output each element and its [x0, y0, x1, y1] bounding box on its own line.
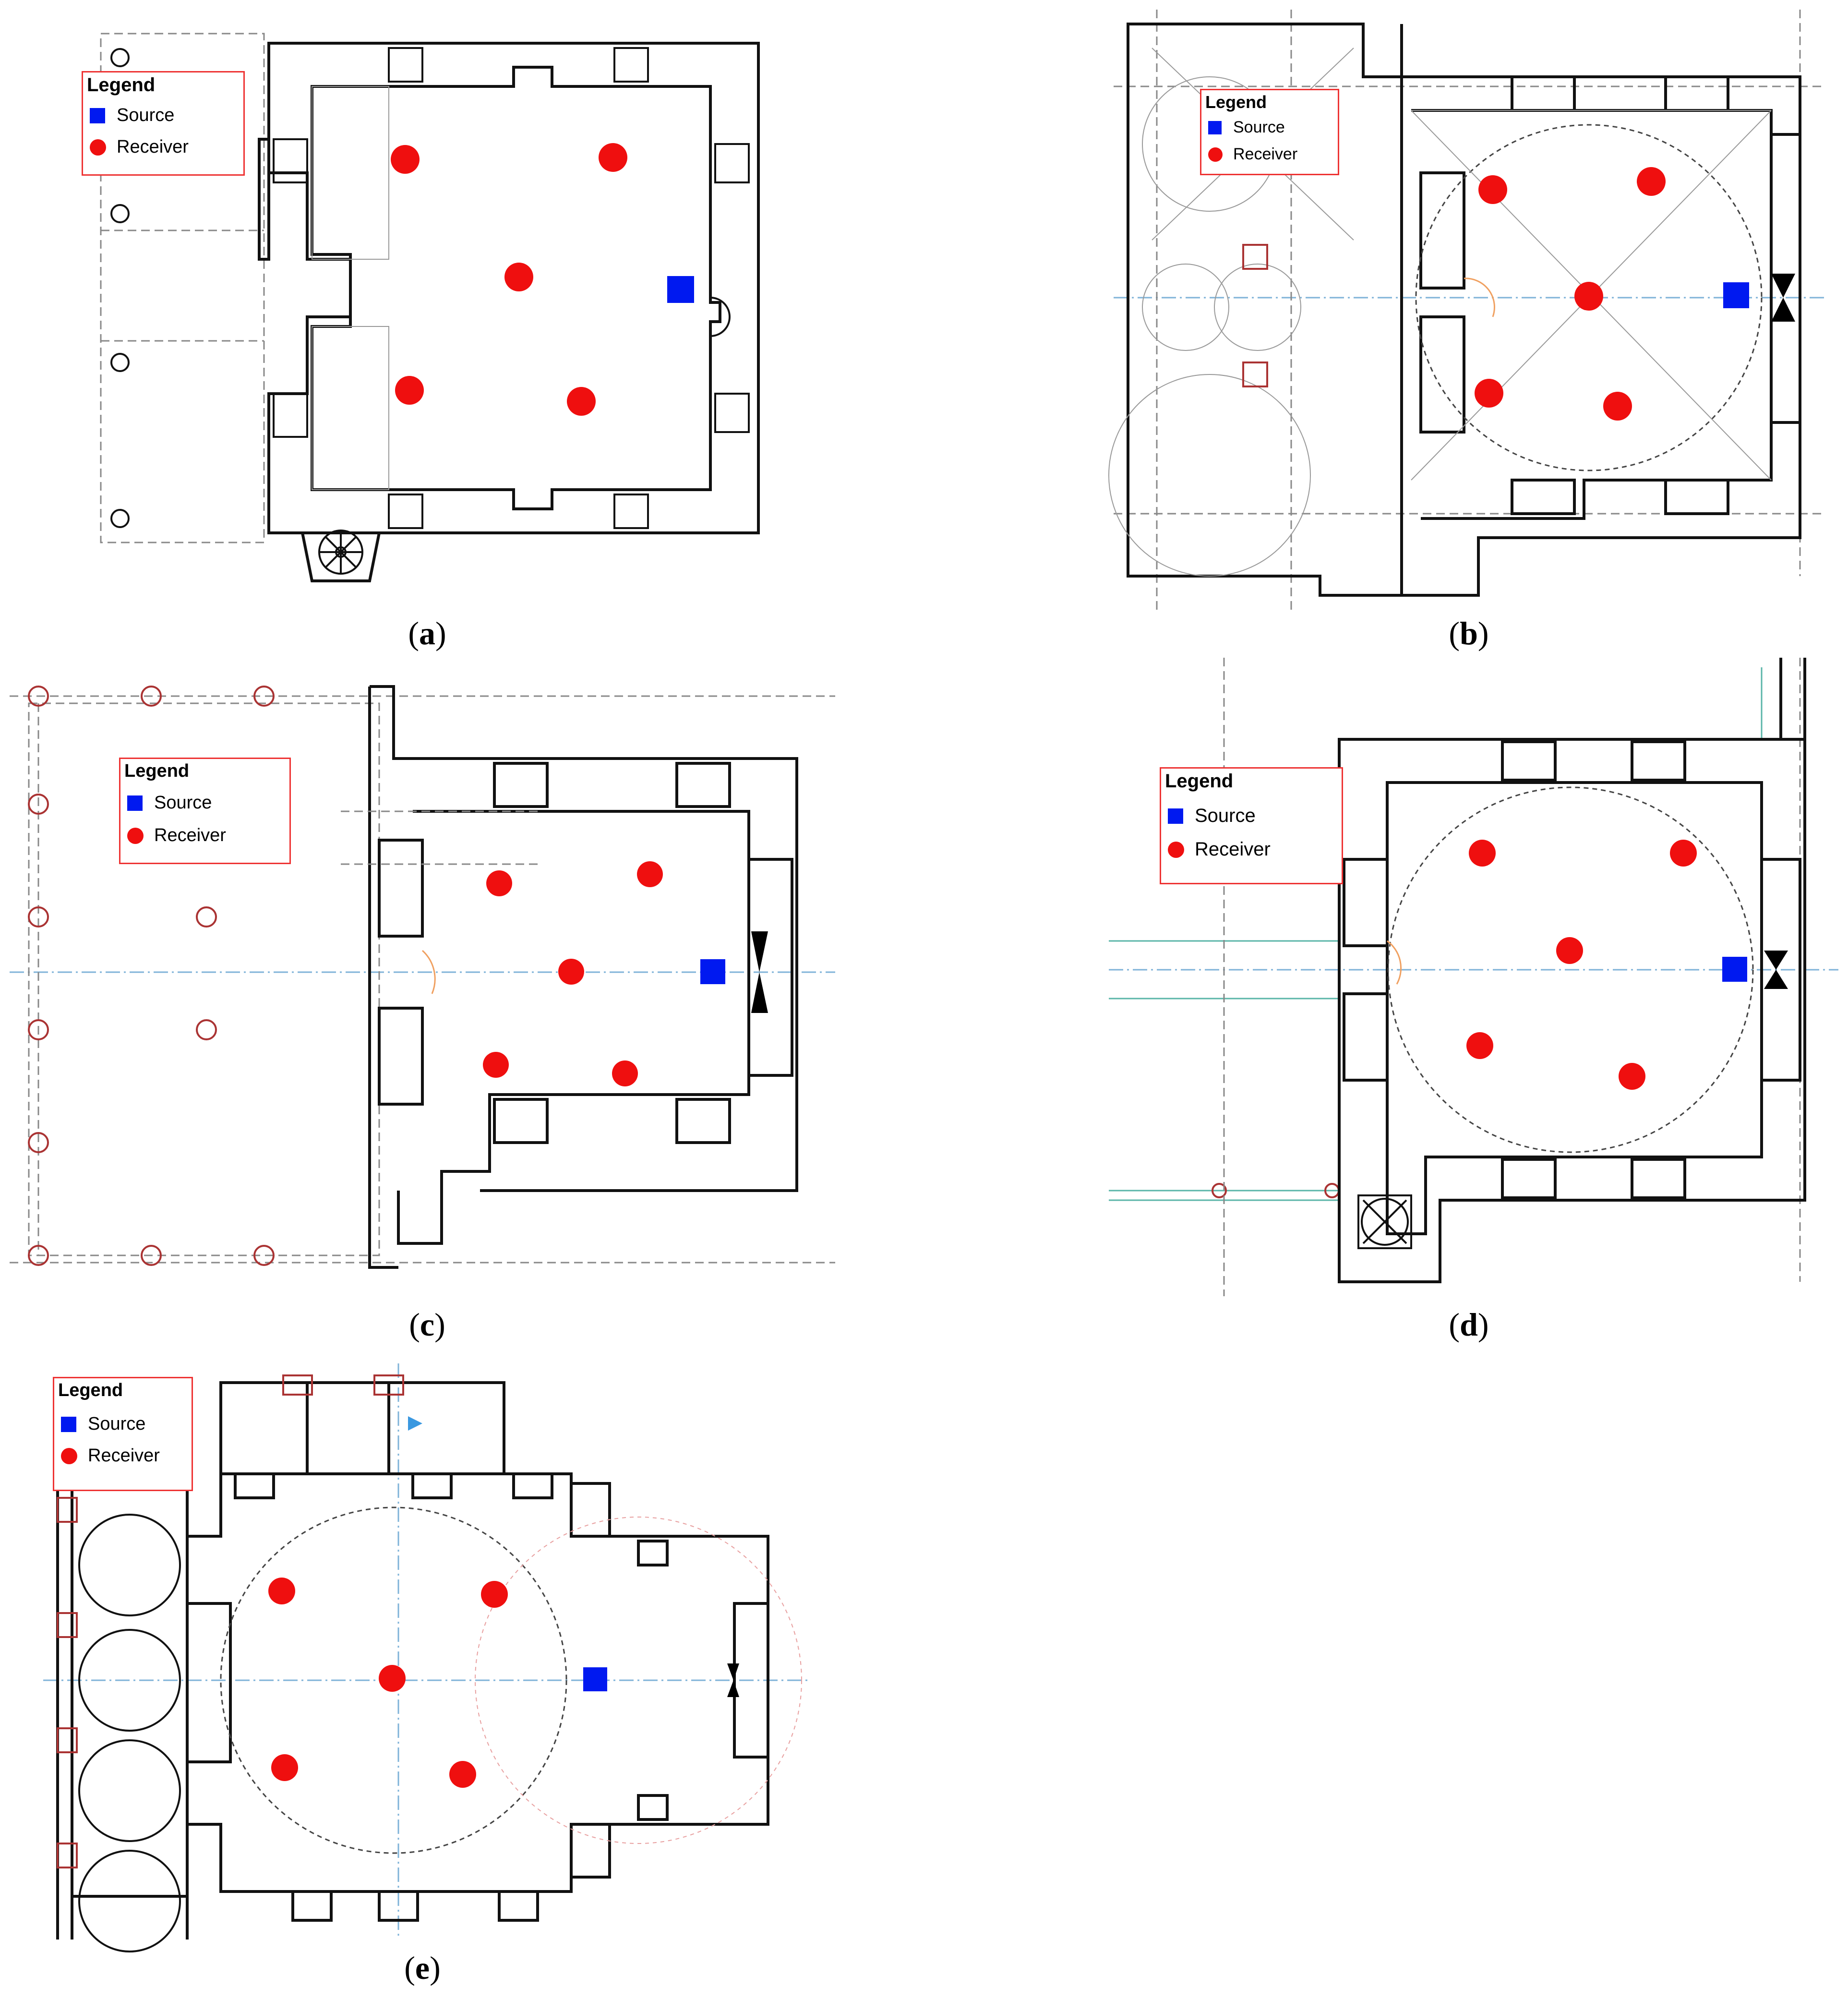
receiver-marker	[599, 143, 627, 172]
receiver-marker	[483, 1052, 509, 1078]
legend-receiver-row: Receiver	[61, 1446, 160, 1466]
receiver-swatch	[1208, 147, 1223, 162]
floor-plan-d	[1109, 658, 1838, 1296]
receiver-marker	[1670, 840, 1697, 867]
panel-a: Legend Source Receiver	[82, 29, 773, 600]
legend-title: Legend	[124, 761, 190, 781]
legend-source-label: Source	[154, 793, 212, 813]
legend-title: Legend	[87, 74, 156, 96]
legend-source-label: Source	[88, 1414, 146, 1434]
legend-receiver-label: Receiver	[88, 1446, 160, 1466]
legend-source-row: Source	[1168, 805, 1256, 827]
floor-plan-c	[10, 685, 835, 1269]
receiver-marker	[1466, 1032, 1493, 1059]
receiver-marker	[504, 263, 533, 291]
legend: Legend Source Receiver	[1200, 89, 1339, 175]
panel-c: Legend Source Receiver	[10, 672, 835, 1296]
legend-source-row: Source	[1208, 118, 1285, 137]
legend: Legend Source Receiver	[119, 758, 291, 864]
receiver-marker	[1637, 167, 1666, 196]
legend-source-label: Source	[117, 105, 175, 125]
receiver-marker	[612, 1060, 638, 1086]
receiver-marker	[1619, 1063, 1645, 1090]
legend-title: Legend	[1205, 92, 1267, 112]
source-marker	[667, 276, 694, 303]
caption-c: (c)	[409, 1306, 445, 1343]
panel-b: Legend Source Receiver	[1108, 10, 1824, 614]
receiver-marker	[567, 387, 596, 416]
source-swatch	[127, 795, 143, 811]
legend: Legend Source Receiver	[1160, 767, 1343, 884]
floor-plan-b	[1108, 10, 1824, 614]
legend-receiver-label: Receiver	[154, 825, 226, 845]
legend-receiver-row: Receiver	[1208, 145, 1297, 164]
source-marker	[1723, 282, 1749, 308]
legend: Legend Source Receiver	[82, 71, 245, 176]
receiver-marker	[395, 376, 424, 405]
caption-a: (a)	[408, 615, 446, 651]
legend-source-row: Source	[61, 1414, 145, 1434]
legend-receiver-row: Receiver	[127, 825, 226, 846]
legend-title: Legend	[1165, 771, 1234, 792]
receiver-swatch	[1168, 841, 1184, 858]
panel-e: Legend Source Receiver	[43, 1363, 811, 1952]
source-marker	[1722, 957, 1747, 982]
legend-source-row: Source	[90, 105, 174, 126]
source-swatch	[61, 1416, 76, 1432]
panel-d: Legend Source Receiver	[1109, 658, 1838, 1296]
legend-title: Legend	[58, 1380, 123, 1400]
legend-receiver-label: Receiver	[117, 137, 189, 157]
receiver-marker	[268, 1578, 295, 1604]
source-swatch	[90, 108, 105, 123]
legend-receiver-label: Receiver	[1233, 145, 1298, 163]
receiver-marker	[1478, 175, 1507, 204]
caption-b: (b)	[1449, 615, 1489, 651]
receiver-marker	[637, 861, 663, 887]
legend-source-row: Source	[127, 793, 212, 813]
source-marker	[583, 1667, 607, 1691]
receiver-marker	[449, 1761, 476, 1788]
receiver-marker	[1603, 392, 1632, 421]
receiver-marker	[1475, 379, 1503, 408]
receiver-swatch	[127, 827, 144, 844]
receiver-marker	[379, 1665, 406, 1692]
caption-d: (d)	[1449, 1306, 1489, 1343]
receiver-marker	[558, 959, 584, 985]
legend-receiver-row: Receiver	[90, 137, 189, 157]
caption-e: (e)	[404, 1950, 441, 1986]
receiver-marker	[1556, 937, 1583, 964]
legend-receiver-row: Receiver	[1168, 839, 1271, 860]
source-swatch	[1168, 808, 1183, 824]
receiver-marker	[481, 1581, 508, 1608]
receiver-swatch	[61, 1447, 77, 1464]
legend-source-label: Source	[1195, 805, 1256, 826]
receiver-marker	[1574, 282, 1603, 311]
receiver-marker	[271, 1754, 298, 1781]
floor-plan-e	[43, 1363, 811, 1952]
source-swatch	[1208, 120, 1222, 134]
legend-receiver-label: Receiver	[1195, 839, 1271, 860]
receiver-marker	[1469, 840, 1496, 867]
legend: Legend Source Receiver	[53, 1377, 193, 1491]
source-marker	[700, 959, 725, 984]
legend-source-label: Source	[1233, 118, 1285, 136]
receiver-swatch	[90, 139, 106, 156]
receiver-marker	[486, 870, 512, 896]
floor-plan-a	[100, 33, 760, 582]
receiver-marker	[391, 145, 420, 174]
